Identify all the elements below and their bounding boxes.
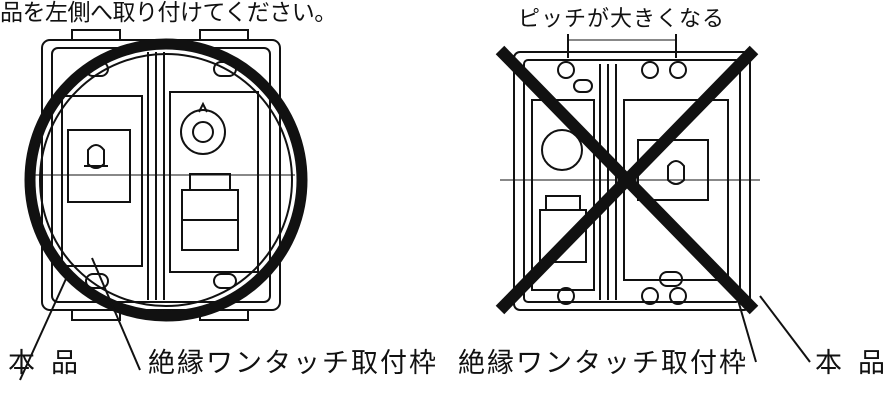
label-frame-right: 絶縁ワンタッチ取付枠 (458, 348, 748, 379)
leader-line-main-right (759, 295, 811, 363)
label-frame-left: 絶縁ワンタッチ取付枠 (148, 348, 438, 379)
label-main-unit-right: 本品 (815, 348, 891, 379)
instruction-text: 品を左側へ取り付けてください。 (0, 0, 337, 26)
leader-line-main-left (19, 269, 71, 381)
correct-circle-mark (24, 38, 308, 322)
right-device-drawing (500, 34, 760, 311)
incorrect-cross-mark (495, 45, 759, 315)
correct-circle-inner (39, 53, 293, 307)
pitch-note: ピッチが大きくなる (518, 7, 726, 32)
label-main-unit-left: 本品 (8, 348, 94, 379)
leader-line-frame-right (737, 299, 757, 363)
leader-line-frame-left (91, 257, 141, 371)
